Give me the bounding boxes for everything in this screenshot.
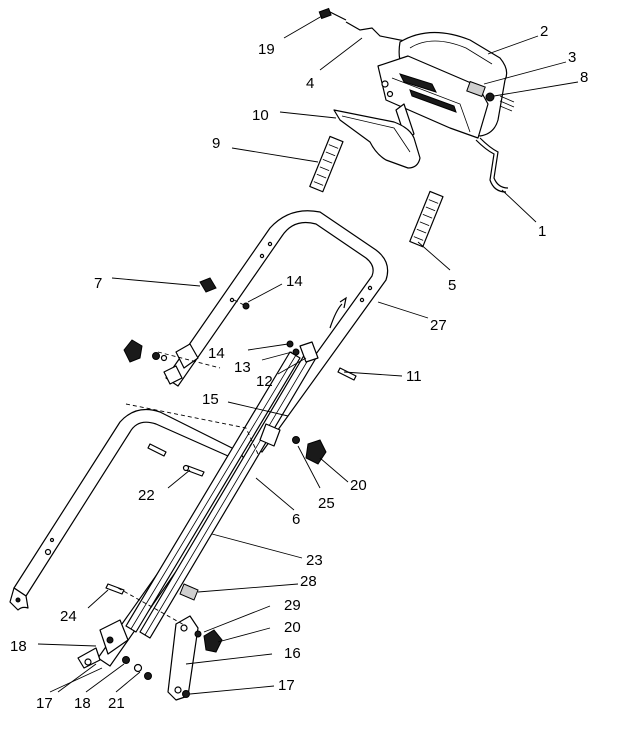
callout-c19: 19 [258,41,275,58]
callout-c7: 7 [94,275,102,292]
callout-c3: 3 [568,49,576,66]
handle-grip-left [309,135,344,193]
nut-13 [292,348,300,356]
cable-clamp-12 [299,341,319,363]
callout-c17b: 17 [278,677,295,694]
callout-c20a: 20 [350,477,367,494]
lock-nut [485,92,495,102]
callout-c1: 1 [538,223,546,240]
callout-c27: 27 [430,317,447,334]
callout-c25: 25 [318,495,335,512]
cable-clip [199,277,217,293]
callout-c8: 8 [580,69,588,86]
callout-c13: 13 [234,359,251,376]
washer-14-upper [242,302,250,310]
callout-c23: 23 [306,552,323,569]
handle-knob-left [123,339,168,363]
drive-cable [475,139,507,193]
control-rod [345,21,411,43]
washer-29 [194,630,202,638]
callout-c22: 22 [138,487,155,504]
callout-c12: 12 [256,373,273,390]
callout-c21: 21 [108,695,125,712]
spacer-28 [179,583,199,601]
handle-knob-right [292,436,327,465]
callout-c29: 29 [284,597,301,614]
callout-c16: 16 [284,645,301,662]
callout-c10: 10 [252,107,269,124]
callout-c9: 9 [212,135,220,152]
callout-c5: 5 [448,277,456,294]
callout-c14a: 14 [286,273,303,290]
callout-c4: 4 [306,75,314,92]
adjuster-knob [466,80,486,98]
washer-18-lower [122,656,130,664]
upper-control-handle-assembly [318,7,515,193]
spacer-plate [259,423,281,447]
cable-end-fitting [318,7,332,20]
callout-c6: 6 [292,511,300,528]
callout-c11: 11 [406,368,422,385]
callout-c18b: 18 [74,695,91,712]
bolt-24 [105,583,125,595]
washer-21 [133,663,143,673]
callout-c20b: 20 [284,619,301,636]
callout-c17a: 17 [36,695,53,712]
knob-20-lower [203,629,223,653]
callout-c18a: 18 [10,638,27,655]
callout-c2: 2 [540,23,548,40]
bolt-17-lower [182,690,190,698]
callout-c14b: 14 [208,345,225,362]
handle-cover [333,109,421,169]
lower-bracket [99,619,129,655]
cable-upper-run [329,303,343,329]
bolt-11 [337,367,357,381]
callout-c15: 15 [202,391,219,408]
handle-grip-right [409,190,444,248]
side-rail-15 [125,351,301,633]
callout-c24: 24 [60,608,77,625]
leader-lines [37,15,579,695]
callout-c28: 28 [300,573,317,590]
lower-clamp [77,647,101,669]
